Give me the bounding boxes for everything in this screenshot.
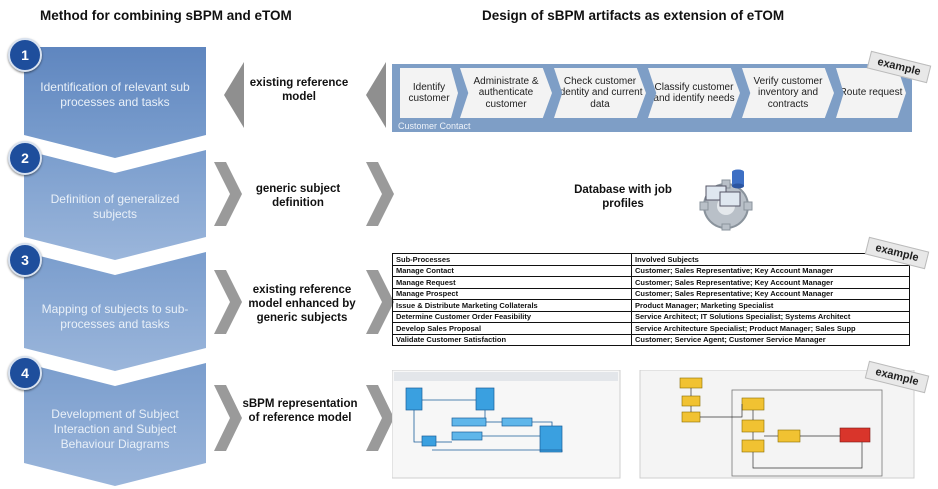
step-1-label: Identification of relevant sub processes…: [40, 80, 190, 109]
process-category-label: Customer Contact: [398, 121, 471, 131]
step-1-shape: [24, 47, 206, 158]
mapping-table: Sub-Processes Involved Subjects Manage C…: [392, 253, 910, 346]
arrow-2a: [214, 162, 242, 226]
middle-label-2: generic subject definition: [255, 183, 341, 209]
back-arrow-1: [224, 62, 244, 128]
step-4-shape: [24, 363, 206, 486]
arrow-3a: [214, 270, 242, 334]
step-2-shape: [24, 150, 206, 260]
step-4-label: Development of Subject Interaction and S…: [51, 406, 179, 451]
table-cell: Product Manager; Marketing Specialist: [631, 299, 910, 312]
table-cell: Manage Contact: [392, 264, 632, 277]
table-cell: Customer; Service Agent; Customer Servic…: [631, 333, 910, 346]
arrow-4a: [214, 385, 242, 451]
table-cell: Service Architecture Specialist; Product…: [631, 322, 910, 335]
left-column-title: Method for combining sBPM and eTOM: [40, 8, 292, 23]
step-4-badge: 4: [8, 356, 42, 390]
table-cell: Manage Prospect: [392, 287, 632, 300]
process-step-5: Verify customer inventory and contracts: [742, 68, 834, 118]
arrow-3b: [366, 270, 394, 334]
middle-label-4: sBPM representation of reference model: [242, 398, 358, 424]
table-cell: Develop Sales Proposal: [392, 322, 632, 335]
table-cell: Service Architect; IT Solutions Speciali…: [631, 310, 910, 323]
table-cell: Validate Customer Satisfaction: [392, 333, 632, 346]
table-cell: Customer; Sales Representative; Key Acco…: [631, 276, 910, 289]
arrow-4b: [366, 385, 394, 451]
process-step-3: Check customer identity and current data: [554, 68, 646, 118]
behaviour-diagram-thumbnail: [679, 377, 883, 477]
process-step-4: Classify customer and identify needs: [648, 68, 740, 118]
database-gear-icon: [699, 169, 753, 231]
step-3-badge: 3: [8, 243, 42, 277]
step-2-badge: 2: [8, 141, 42, 175]
table-cell: Manage Request: [392, 276, 632, 289]
sbpm-diagram-thumbnails: [392, 370, 915, 479]
middle-label-1: existing reference model: [249, 77, 349, 103]
process-chain: Identify customer Administrate & authent…: [392, 64, 912, 132]
table-cell: Determine Customer Order Feasibility: [392, 310, 632, 323]
step-3-label: Mapping of subjects to sub-processes and…: [41, 302, 189, 331]
table-cell: Issue & Distribute Marketing Collaterals: [392, 299, 632, 312]
process-step-2: Administrate & authenticate customer: [460, 68, 552, 118]
table-cell: Customer; Sales Representative; Key Acco…: [631, 287, 910, 300]
table-cell: Customer; Sales Representative; Key Acco…: [631, 264, 910, 277]
right-column-title: Design of sBPM artifacts as extension of…: [482, 8, 785, 23]
step-3-shape: [24, 252, 206, 371]
process-step-1: Identify customer: [400, 68, 458, 118]
step-2-label: Definition of generalized subjects: [50, 192, 180, 221]
middle-label-3: existing reference model enhanced by gen…: [248, 284, 356, 324]
table-row: Issue & Distribute Marketing Collaterals…: [392, 299, 910, 312]
table-header-cell: Sub-Processes: [392, 253, 632, 266]
process-step-6: Route request: [836, 68, 906, 118]
database-label: Database with job profiles: [574, 184, 672, 210]
step-1-badge: 1: [8, 38, 42, 72]
back-arrow-2: [366, 62, 386, 128]
arrow-2b: [366, 162, 394, 226]
table-header-row: Sub-Processes Involved Subjects: [392, 253, 910, 266]
